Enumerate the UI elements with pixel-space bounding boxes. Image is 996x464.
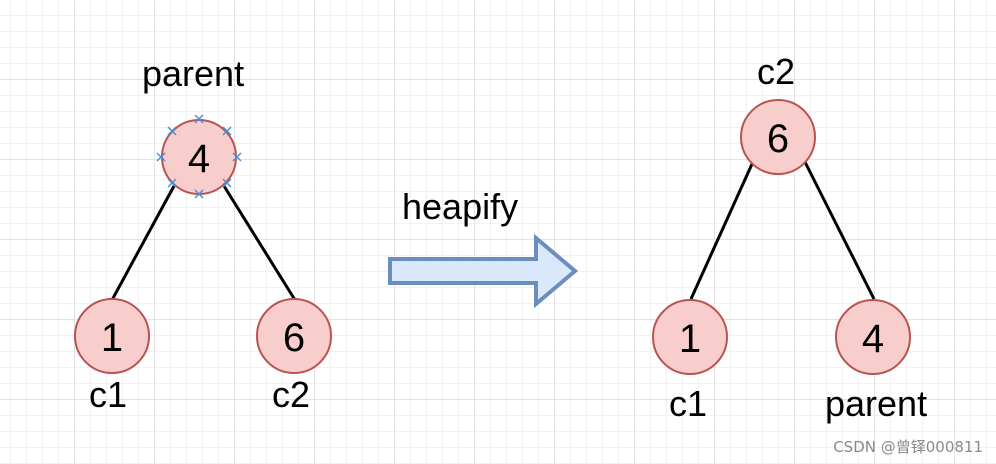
heapify-arrow[interactable]: heapify	[388, 186, 579, 309]
right-tree: c2 6 1 c1 4 parent	[652, 51, 927, 424]
right-parent-label: parent	[825, 383, 927, 424]
right-root-circle[interactable]	[740, 99, 816, 175]
left-c1-circle[interactable]	[74, 298, 150, 374]
right-edge-root-to-parent	[803, 161, 876, 300]
selection-handles[interactable]	[156, 114, 242, 199]
left-c2-label: c2	[272, 374, 310, 415]
left-c1-value: 1	[101, 316, 123, 360]
left-c2-node[interactable]: 6	[256, 298, 332, 374]
right-edge-root-to-c1	[689, 163, 754, 300]
left-c1-node[interactable]: 1	[74, 298, 150, 374]
left-tree: 4 parent 1 c1 6 c2	[74, 53, 332, 415]
left-root-label: parent	[142, 53, 244, 94]
right-root-node[interactable]: 6	[740, 99, 816, 175]
right-root-label: c2	[757, 51, 795, 92]
right-parent-circle[interactable]	[835, 299, 911, 375]
right-c1-label: c1	[669, 383, 707, 424]
right-c1-circle[interactable]	[652, 299, 728, 375]
left-c1-label: c1	[89, 374, 127, 415]
right-root-value: 6	[767, 117, 789, 161]
heapify-label: heapify	[402, 186, 518, 227]
left-root-value: 4	[188, 137, 210, 181]
watermark: CSDN @曾铎000811	[833, 438, 983, 456]
right-c1-node[interactable]: 1	[652, 299, 728, 375]
right-parent-node[interactable]: 4	[835, 299, 911, 375]
right-c1-value: 1	[679, 317, 701, 361]
left-c2-value: 6	[283, 316, 305, 360]
left-edge-root-to-c2	[222, 185, 297, 301]
left-root-node[interactable]: 4	[156, 114, 242, 199]
right-arrow-icon[interactable]	[388, 233, 579, 309]
left-c2-circle[interactable]	[256, 298, 332, 374]
right-parent-value: 4	[862, 317, 884, 361]
left-edge-root-to-c1	[110, 185, 176, 301]
